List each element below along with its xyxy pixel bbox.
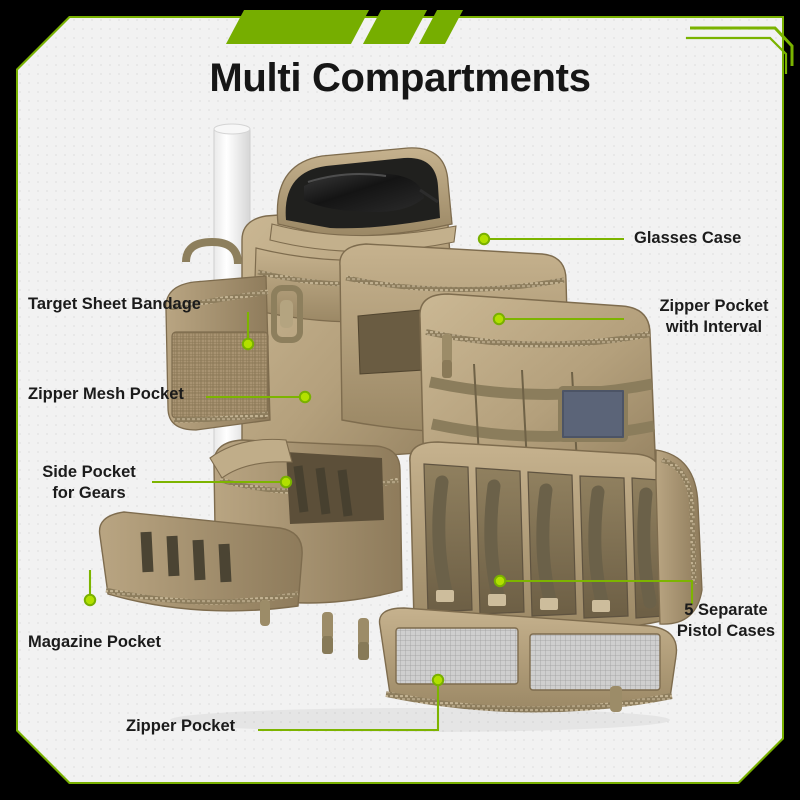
callout-zipper-pocket-with-interval: Zipper Pocket with Interval bbox=[659, 297, 769, 337]
mesh-net-left bbox=[395, 627, 519, 685]
bottom-zipper-pulls bbox=[322, 612, 369, 660]
product-image-stage bbox=[90, 120, 710, 740]
callout-magazine-pocket: Magazine Pocket bbox=[28, 633, 161, 651]
callout-zipper-pocket: Zipper Pocket bbox=[126, 717, 236, 735]
callout-five-separate-pistol-cases: 5 Separate Pistol Cases bbox=[676, 601, 776, 641]
mesh-net-right bbox=[529, 633, 661, 691]
mesh-panel bbox=[171, 331, 269, 419]
pistol-cases-section bbox=[409, 441, 667, 635]
callout-zipper-mesh-pocket: Zipper Mesh Pocket bbox=[28, 385, 184, 403]
callout-glasses-case: Glasses Case bbox=[634, 229, 742, 247]
side-mesh-pocket bbox=[165, 275, 271, 431]
d-ring-buckle bbox=[271, 285, 303, 343]
bottom-zipper-mesh-pocket bbox=[378, 607, 678, 713]
glasses-case-compartment bbox=[269, 147, 457, 253]
callout-target-sheet-bandage: Target Sheet Bandage bbox=[28, 295, 201, 313]
page-title: Multi Compartments bbox=[209, 56, 591, 100]
zipper-pull bbox=[442, 334, 452, 364]
sunglasses bbox=[304, 172, 424, 212]
magazine-loops bbox=[140, 531, 232, 583]
magazine-pocket bbox=[98, 511, 303, 626]
tactical-backpack-illustration bbox=[98, 123, 703, 732]
callout-side-pocket-for-gears: Side Pocket for Gears bbox=[42, 463, 136, 503]
grab-handle bbox=[182, 237, 242, 265]
